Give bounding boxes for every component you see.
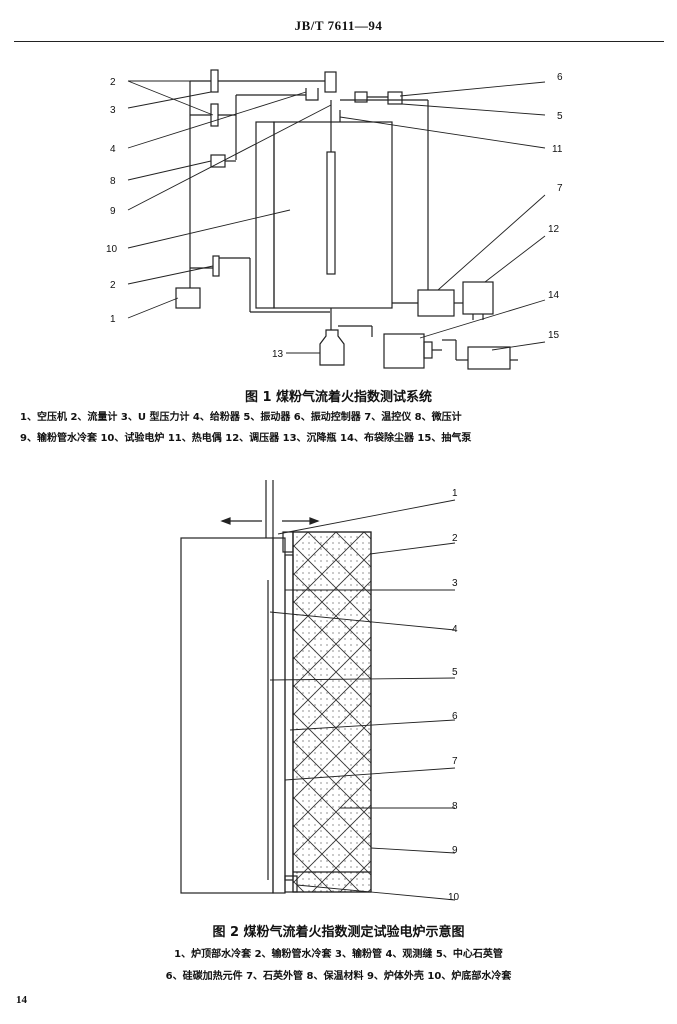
figure2-callouts: 1 2 3 4 5 6 7 8 9 10 — [448, 488, 460, 903]
fig2-callout-6: 6 — [452, 711, 458, 722]
fig1-callout-5: 5 — [557, 111, 563, 122]
fig1-callout-15: 15 — [548, 330, 560, 341]
figure2-furnace — [180, 480, 372, 894]
fig2-callout-1: 1 — [452, 488, 458, 499]
fig2-callout-9: 9 — [452, 845, 458, 856]
fig1-callout-2b: 2 — [110, 280, 116, 291]
figure1-legend-line1: 1、空压机 2、流量计 3、U 型压力计 4、给粉器 5、振动器 6、振动控制器… — [20, 412, 462, 423]
fig2-callout-3: 3 — [452, 578, 458, 589]
figure2-legend-line2: 6、硅碳加热元件 7、石英外管 8、保温材料 9、炉体外壳 10、炉底部水冷套 — [165, 971, 512, 982]
figure2-legend-line1: 1、炉顶部水冷套 2、输粉管水冷套 3、输粉管 4、观测缝 5、中心石英管 — [174, 949, 503, 960]
fig2-callout-5: 5 — [452, 667, 458, 678]
header-rule — [14, 41, 664, 42]
standard-number-header: JB/T 7611—94 — [294, 18, 383, 33]
fig1-callout-10: 10 — [106, 244, 118, 255]
fig2-callout-8: 8 — [452, 801, 458, 812]
fig1-callout-8: 8 — [110, 176, 116, 187]
fig1-callout-1: 1 — [110, 314, 116, 325]
flowmeter-top-shape — [210, 69, 219, 93]
test-furnace-shape — [273, 121, 393, 309]
fig2-callout-7: 7 — [452, 756, 458, 767]
fig1-callout-12: 12 — [548, 224, 560, 235]
fig1-callout-14: 14 — [548, 290, 560, 301]
air-compressor-shape — [175, 287, 201, 309]
fig1-callout-4: 4 — [110, 144, 116, 155]
fig1-callout-3: 3 — [110, 105, 116, 116]
fig2-callout-4: 4 — [452, 624, 458, 635]
figure1-caption: 图 1 煤粉气流着火指数测试系统 — [244, 390, 433, 405]
fig1-callout-2a: 2 — [110, 77, 116, 88]
figure1-legend-line2: 9、输粉管水冷套 10、试验电炉 11、热电偶 12、调压器 13、沉降瓶 14… — [20, 433, 472, 444]
fig1-callout-9: 9 — [110, 206, 116, 217]
fig1-callout-7: 7 — [557, 183, 563, 194]
fig1-callout-11: 11 — [552, 144, 563, 155]
figure2-caption: 图 2 煤粉气流着火指数测定试验电炉示意图 — [212, 925, 465, 940]
fig1-callout-13: 13 — [272, 349, 284, 360]
fig2-callout-10: 10 — [448, 892, 460, 903]
fig2-callout-2: 2 — [452, 533, 458, 544]
figure1-callouts: 2 3 4 8 9 10 2 1 6 5 11 7 12 14 15 13 — [106, 72, 563, 360]
fig1-callout-6: 6 — [557, 72, 563, 83]
page-number: 14 — [16, 994, 27, 1006]
